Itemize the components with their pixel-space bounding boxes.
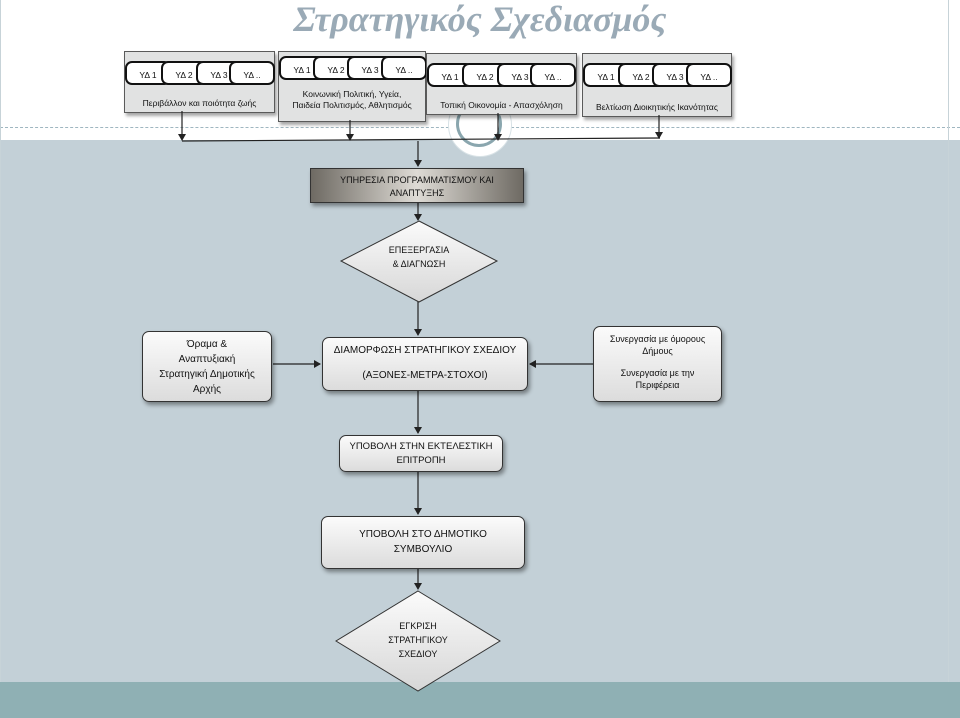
council-line-2: ΣΥΜΒΟΥΛΙΟ	[393, 544, 453, 555]
council-box: ΥΠΟΒΟΛΗ ΣΤΟ ΔΗΜΟΤΙΚΟ ΣΥΜΒΟΥΛΙΟ	[321, 516, 525, 569]
strategic-plan-box: ΔΙΑΜΟΡΦΩΣΗ ΣΤΡΑΤΗΓΙΚΟΥ ΣΧΕΔΙΟΥ (ΑΞΟΝΕΣ-Μ…	[322, 337, 528, 391]
cooperation-neighbors-line-2: Δήμους	[642, 346, 673, 356]
group-environment: ΥΔ 1 ΥΔ 2 ΥΔ 3 ΥΔ .. Περιβάλλον και ποιό…	[124, 51, 275, 113]
approval-label: ΕΓΚΡΙΣΗ ΣΤΡΑΤΗΓΙΚΟΥ ΣΧΕΔΙΟΥ	[358, 619, 478, 661]
group-local-economy: ΥΔ 1 ΥΔ 2 ΥΔ 3 ΥΔ .. Τοπική Οικονομία - …	[426, 53, 577, 115]
group-social-policy: ΥΔ 1 ΥΔ 2 ΥΔ 3 ΥΔ .. Κοινωνική Πολιτική,…	[278, 51, 427, 122]
processing-line-1: ΕΠΕΞΕΡΓΑΣΙΑ	[388, 245, 450, 255]
pill-yd-more: ΥΔ ..	[229, 61, 275, 85]
approval-line-1: ΕΓΚΡΙΣΗ	[399, 621, 437, 631]
cooperation-region-line-2: Περιφέρεια	[635, 380, 680, 390]
group-admin-capacity: ΥΔ 1 ΥΔ 2 ΥΔ 3 ΥΔ .. Βελτίωση Διοικητική…	[582, 53, 732, 117]
executive-box: ΥΠΟΒΟΛΗ ΣΤΗΝ ΕΚΤΕΛΕΣΤΙΚΗ ΕΠΙΤΡΟΠΗ	[339, 435, 503, 472]
pill-yd-more: ΥΔ ..	[686, 63, 732, 87]
group-label: Περιβάλλον και ποιότητα ζωής	[142, 98, 257, 108]
strategic-plan-line-1: ΔΙΑΜΟΡΦΩΣΗ ΣΤΡΑΤΗΓΙΚΟΥ ΣΧΕΔΙΟΥ	[333, 345, 517, 356]
group-label: Βελτίωση Διοικητικής Ικανότητας	[596, 102, 718, 112]
cooperation-box: Συνεργασία με όμορους Δήμους Συνεργασία …	[593, 326, 722, 402]
processing-diamond	[339, 220, 499, 303]
page-title: Στρατηγικός Σχεδιασμός	[293, 0, 667, 39]
executive-line-2: ΕΠΙΤΡΟΠΗ	[396, 455, 446, 466]
footer-band	[0, 682, 960, 718]
executive-line-1: ΥΠΟΒΟΛΗ ΣΤΗΝ ΕΚΤΕΛΕΣΤΙΚΗ	[349, 441, 493, 452]
pill-yd-more: ΥΔ ..	[530, 63, 576, 87]
group-label: Τοπική Οικονομία - Απασχόληση	[440, 100, 563, 110]
planning-service-line-1: ΥΠΗΡΕΣΙΑ ΠΡΟΓΡΑΜΜΑΤΙΣΜΟΥ ΚΑΙ	[340, 175, 494, 185]
cooperation-spacer	[594, 357, 721, 367]
planning-service-box: ΥΠΗΡΕΣΙΑ ΠΡΟΓΡΑΜΜΑΤΙΣΜΟΥ ΚΑΙ ΑΝΑΠΤΥΞΗΣ	[310, 168, 524, 203]
vision-line-2: Αναπτυξιακή	[178, 354, 236, 365]
processing-line-2: & ΔΙΑΓΝΩΣΗ	[392, 259, 446, 269]
group-label-line-1: Κοινωνική Πολιτική, Υγεία,	[302, 89, 402, 99]
approval-diamond	[335, 590, 501, 692]
vision-line-4: Αρχής	[193, 384, 221, 395]
cooperation-region-line-1: Συνεργασία με την	[620, 368, 695, 378]
content-background	[0, 140, 960, 682]
processing-label: ΕΠΕΞΕΡΓΑΣΙΑ & ΔΙΑΓΝΩΣΗ	[359, 243, 479, 271]
council-line-1: ΥΠΟΒΟΛΗ ΣΤΟ ΔΗΜΟΤΙΚΟ	[359, 529, 487, 540]
vision-line-3: Στρατηγική Δημοτικής	[159, 369, 255, 380]
collector-line	[181, 137, 661, 142]
approval-line-2: ΣΤΡΑΤΗΓΙΚΟΥ	[388, 635, 448, 645]
group-label-line-2: Παιδεία Πολιτισμός, Αθλητισμός	[292, 100, 412, 110]
strategic-plan-line-2: (ΑΞΟΝΕΣ-ΜΕΤΡΑ-ΣΤΟΧΟΙ)	[362, 370, 488, 381]
vision-box: Όραμα & Αναπτυξιακή Στρατηγική Δημοτικής…	[142, 331, 272, 402]
group-label: Κοινωνική Πολιτική, Υγεία, Παιδεία Πολιτ…	[279, 89, 425, 111]
vision-line-1: Όραμα &	[186, 339, 228, 350]
approval-line-3: ΣΧΕΔΙΟΥ	[398, 649, 438, 659]
frame-line-left	[0, 0, 1, 682]
frame-line-right	[948, 0, 949, 682]
planning-service-line-2: ΑΝΑΠΤΥΞΗΣ	[389, 188, 445, 198]
cooperation-neighbors-line-1: Συνεργασία με όμορους	[609, 334, 706, 344]
